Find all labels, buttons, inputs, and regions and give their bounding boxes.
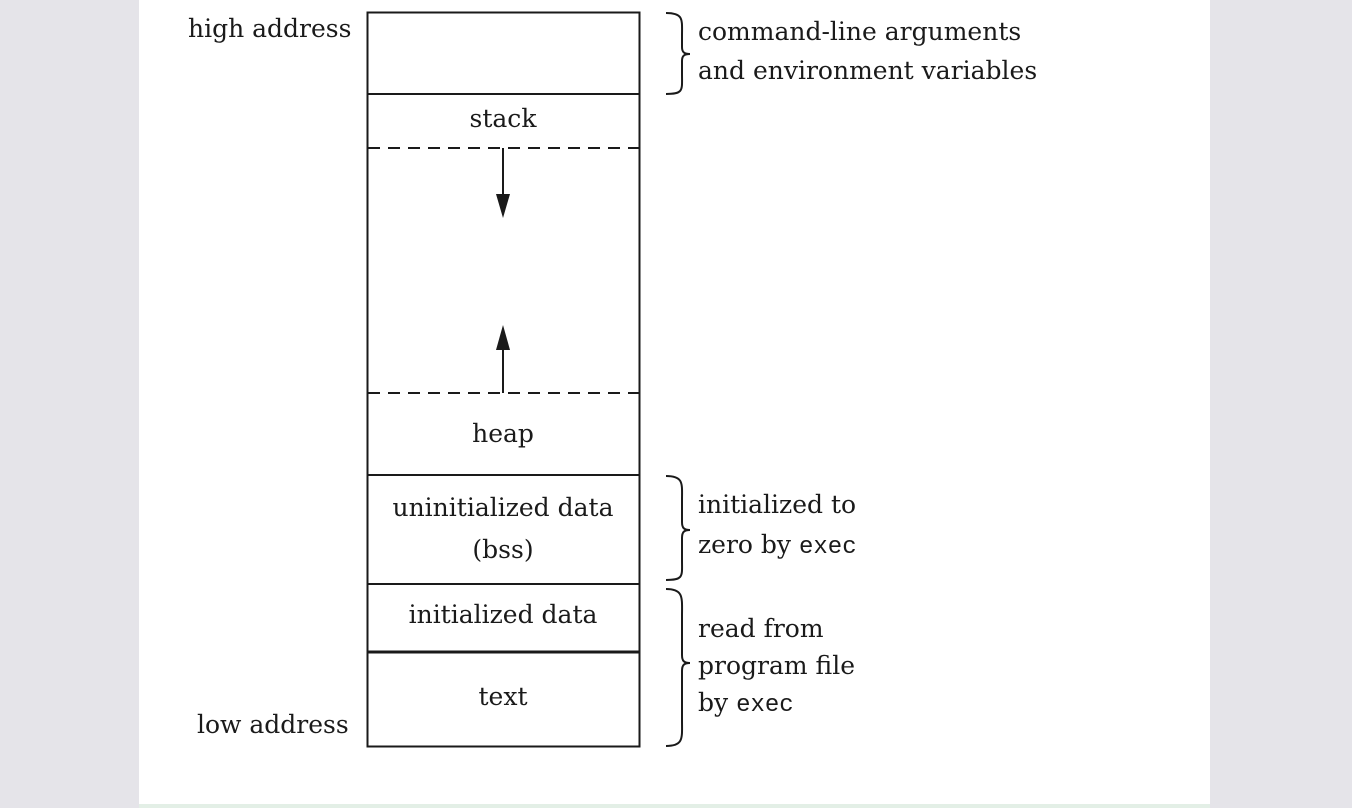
bss-segment-label: uninitialized data [392,493,614,522]
exec-code-term: exec [736,692,794,719]
bss-segment-sublabel: (bss) [472,535,534,564]
program-file-annotation-line2: program file [698,651,855,680]
args-brace [665,12,691,95]
program-file-annotation-line3: by exec [698,690,794,718]
bss-brace [665,475,691,581]
heap-segment-label: heap [472,419,534,448]
memory-column-outline [366,11,641,748]
bss-annotation-prefix: zero by [698,530,799,559]
args-annotation-line2: and environment variables [698,56,1038,85]
high-address-label: high address [188,14,352,43]
initialized-data-segment-label: initialized data [408,600,598,629]
low-address-label: low address [197,710,349,739]
program-file-annotation-prefix: by [698,688,737,717]
exec-code-term: exec [799,534,857,561]
text-segment-label: text [478,682,528,711]
bss-annotation-line1: initialized to [698,490,857,519]
stack-growth-arrow-head [496,194,510,218]
bss-annotation-line2: zero by exec [698,532,857,560]
diagram-page [139,0,1210,808]
program-file-brace [665,588,691,747]
stack-segment-label: stack [469,104,537,133]
args-annotation-line1: command-line arguments [698,17,1022,46]
program-file-annotation-line1: read from [698,614,824,643]
heap-growth-arrow-head [496,325,510,350]
